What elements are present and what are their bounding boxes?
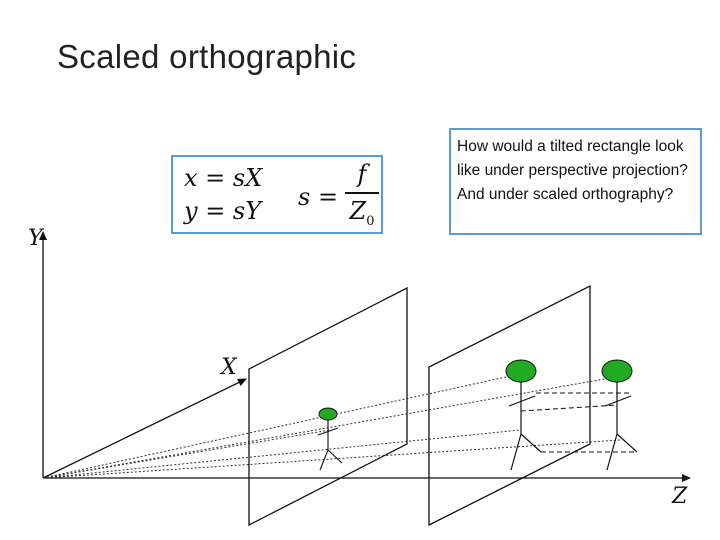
denominator-subscript: 0 [366, 213, 375, 229]
slide-title: Scaled orthographic [57, 38, 357, 75]
projection-ray-1 [42, 374, 516, 479]
formula-y-equation: y = sY [184, 197, 262, 225]
near-figure-head [505, 359, 537, 383]
z-axis-label: Z [672, 484, 688, 509]
far-figure [601, 359, 638, 471]
denominator-variable: Z [349, 197, 367, 225]
x-axis [42, 378, 247, 479]
fraction-bar [345, 192, 379, 194]
x-axis-label: X [221, 355, 237, 380]
image-plane-far [428, 284, 591, 527]
ortho-line-diag [520, 404, 618, 412]
formula-numerator: f [357, 160, 367, 188]
far-figure-head [601, 359, 633, 383]
projected-figure-head [318, 407, 338, 421]
projected-figure [317, 407, 343, 471]
projection-ray-5 [42, 429, 331, 479]
formula-s-lhs: s = [298, 183, 339, 211]
question-note: How would a tilted rectangle look like u… [449, 128, 702, 235]
formula-x-equation: x = sX [184, 164, 263, 192]
formula-box: x = sX y = sY s = f Z0 [171, 155, 383, 234]
image-plane-near [248, 286, 408, 527]
near-figure [505, 359, 542, 471]
projection-ray-4 [42, 439, 621, 479]
projection-ray-2 [42, 429, 521, 479]
projection-ray-3 [42, 377, 611, 479]
formula-denominator: Z0 [345, 197, 379, 229]
formula-fraction: f Z0 [345, 160, 379, 229]
y-axis-label: Y [28, 226, 43, 251]
